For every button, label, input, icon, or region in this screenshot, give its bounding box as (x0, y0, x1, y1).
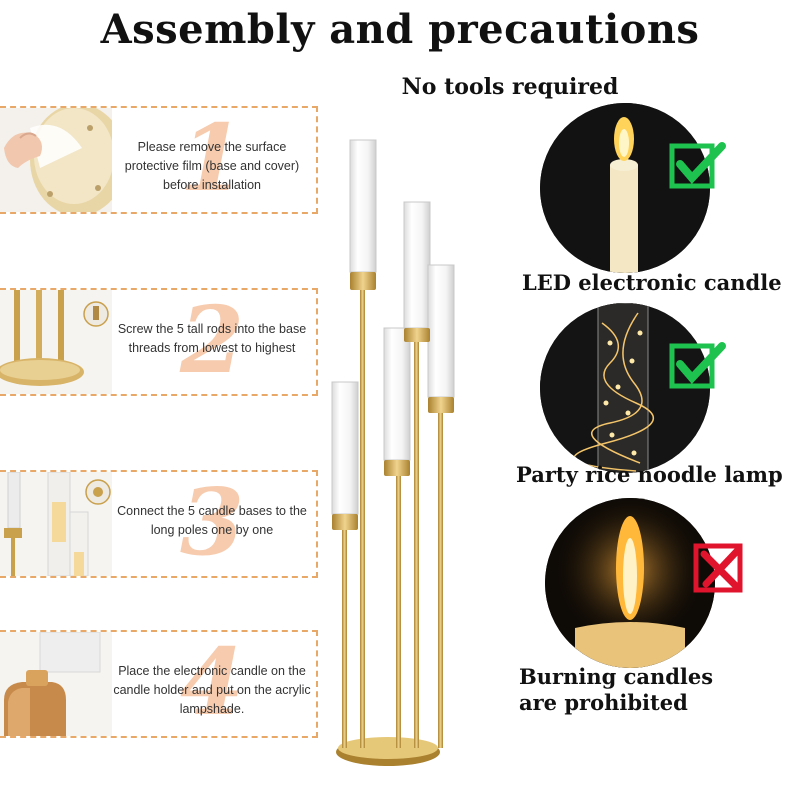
step-number: 3 (180, 470, 245, 576)
step-text: Connect the 5 candle bases to the long p… (117, 504, 307, 537)
page-title: Assembly and precautions (100, 6, 700, 53)
step-text: Place the electronic candle on the candl… (113, 664, 311, 716)
page-subtitle: No tools required (401, 74, 619, 100)
cross-icon (693, 543, 743, 593)
step-4: 4 Place the electronic candle on the can… (0, 630, 318, 738)
check-icon (669, 342, 726, 389)
precaution-label: Party rice noodle lamp (516, 462, 783, 487)
step-number: 2 (180, 288, 245, 394)
candelabra-illustration (331, 139, 455, 766)
step-3: 3 Connect the 5 candle bases to the long… (0, 470, 318, 578)
precaution-label: LED electronic candle (522, 270, 782, 295)
candle-holder-photo (0, 632, 112, 736)
step-number: 1 (180, 106, 245, 212)
step-2: 2 Screw the 5 tall rods into the base th… (0, 288, 318, 396)
step-1: 1 Please remove the surface protective f… (0, 106, 318, 214)
step-number: 4 (180, 630, 245, 736)
candle-bases-photo (0, 472, 112, 576)
step-text: Screw the 5 tall rods into the base thre… (117, 322, 307, 355)
led-candle-photo (540, 103, 710, 273)
step-text: Please remove the surface protective fil… (124, 140, 300, 192)
rods-base-photo (0, 290, 112, 394)
burning-candle-photo (545, 498, 715, 668)
check-icon (669, 142, 726, 189)
precaution-label: Burning candles are prohibited (519, 664, 714, 715)
peel-film-photo (0, 108, 112, 212)
